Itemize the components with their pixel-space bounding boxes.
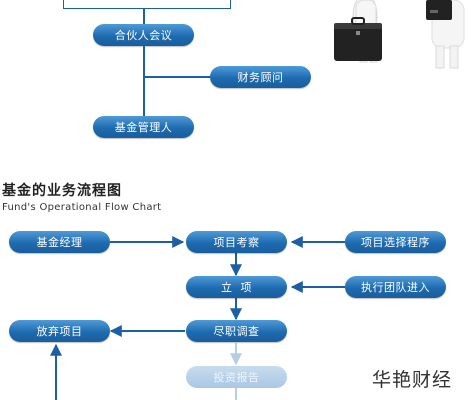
node-abandon-project: 放弃项目 [9, 320, 110, 342]
node-fund-manager-top-label: 基金管理人 [114, 121, 173, 134]
node-partner-meeting: 合伙人会议 [93, 24, 194, 46]
node-project-selection: 项目选择程序 [345, 231, 446, 253]
watermark-text: 华艳财经 [372, 369, 453, 391]
node-project-review: 项目考察 [186, 231, 287, 253]
connector-branch-to-advisor [143, 76, 211, 78]
connector-meeting-to-manager [143, 46, 145, 118]
node-project-selection-label: 项目选择程序 [361, 236, 430, 249]
node-due-diligence: 尽职调查 [186, 320, 287, 342]
flow-chart-subtitle: Fund's Operational Flow Chart [2, 202, 162, 213]
node-team-entry-label: 执行团队进入 [361, 281, 430, 294]
node-financial-advisor: 财务顾问 [210, 66, 311, 88]
node-fund-manager: 基金经理 [9, 231, 110, 253]
node-team-entry: 执行团队进入 [345, 276, 446, 298]
connector-frame-to-meeting [143, 9, 145, 27]
node-due-diligence-label: 尽职调查 [213, 325, 260, 338]
node-investment-report: 投资报告 [186, 366, 287, 388]
node-fund-manager-label: 基金经理 [36, 236, 83, 249]
node-project-setup: 立 项 [186, 276, 287, 298]
node-financial-advisor-label: 财务顾问 [237, 71, 284, 84]
node-partner-meeting-label: 合伙人会议 [114, 29, 173, 42]
top-frame-line-bottom [63, 8, 231, 9]
businessmen-illustration [334, 0, 465, 69]
top-frame-line-left [63, 0, 64, 8]
node-investment-report-label: 投资报告 [213, 371, 260, 384]
node-project-review-label: 项目考察 [213, 236, 260, 249]
node-abandon-project-label: 放弃项目 [36, 325, 83, 338]
node-fund-manager-top: 基金管理人 [93, 116, 194, 138]
top-frame-line-right [230, 0, 231, 8]
flow-chart-title: 基金的业务流程图 [2, 183, 122, 199]
node-project-setup-label: 立 项 [221, 281, 252, 294]
